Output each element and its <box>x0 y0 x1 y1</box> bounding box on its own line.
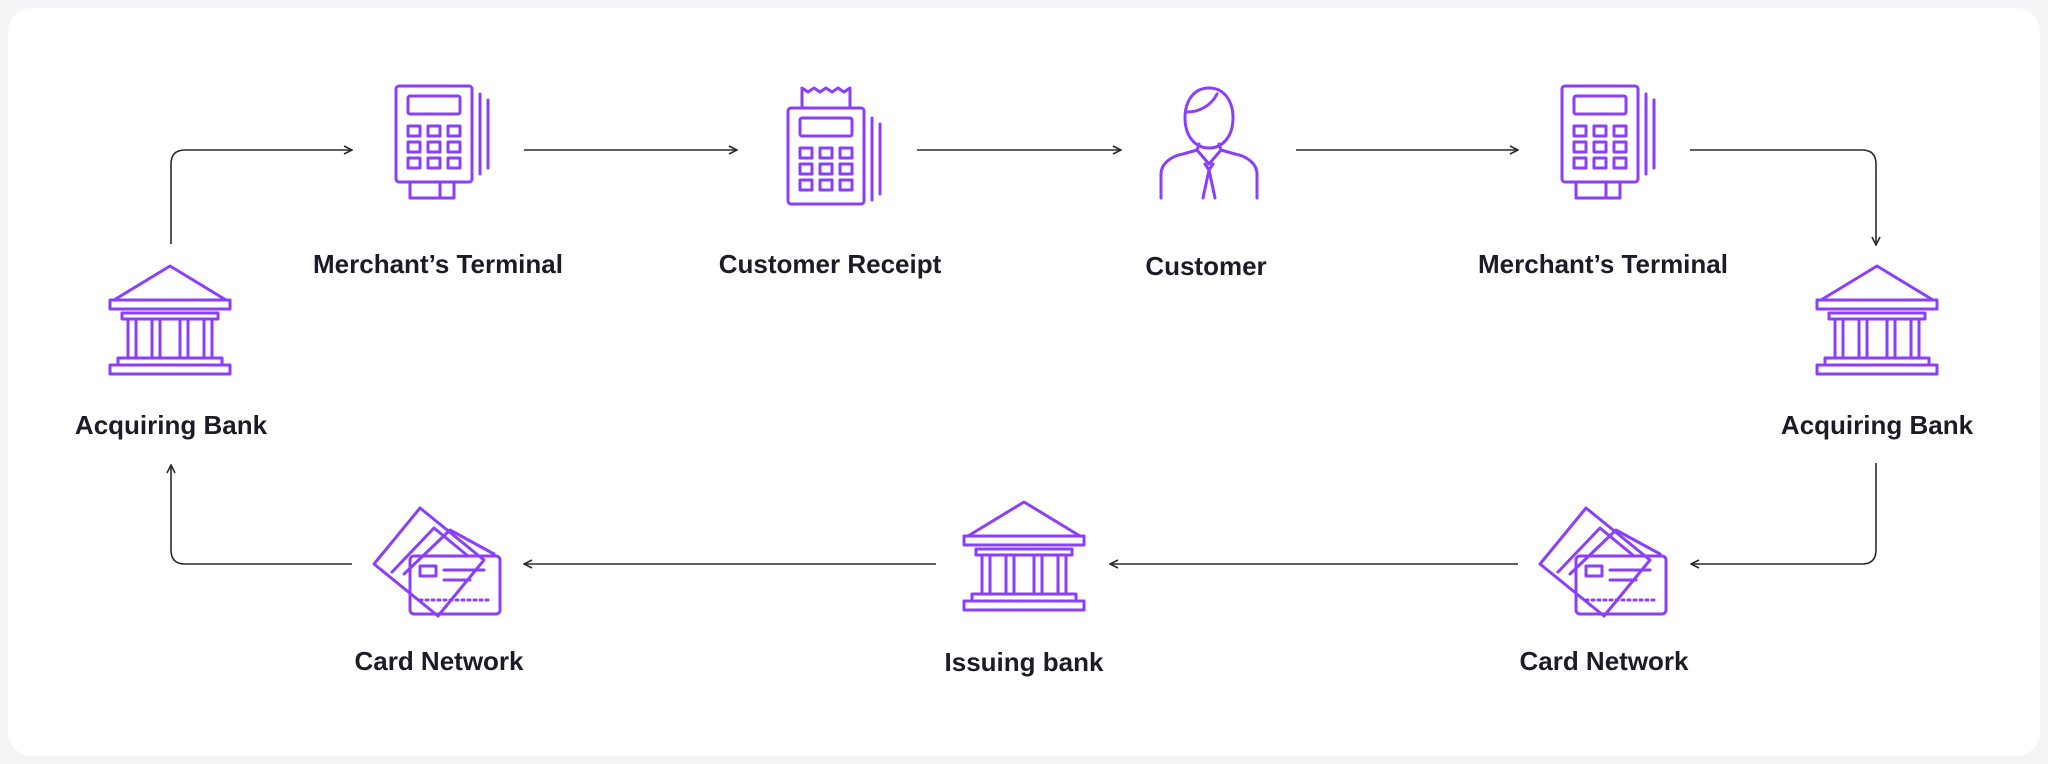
node-acquiring-bank-left: Acquiring Bank <box>75 264 268 440</box>
bank-icon <box>1815 264 1939 376</box>
bank-icon <box>962 500 1086 612</box>
node-merchant-terminal-2: Merchant’s Terminal <box>1478 84 1728 279</box>
flow-arrows <box>171 150 1876 564</box>
bank-icon <box>108 264 232 376</box>
node-label: Issuing bank <box>945 647 1104 677</box>
node-label: Customer <box>1145 251 1266 281</box>
node-label: Card Network <box>354 646 524 676</box>
diagram-card <box>8 8 2040 756</box>
pos-terminal-icon <box>394 84 490 200</box>
arrow-acquiring-right-to-card-network-right <box>1691 463 1877 564</box>
node-card-network-left: Card Network <box>354 506 524 676</box>
node-customer-receipt: Customer Receipt <box>719 86 942 279</box>
node-label: Merchant’s Terminal <box>313 249 563 279</box>
credit-cards-icon <box>372 506 502 618</box>
node-card-network-right: Card Network <box>1519 506 1689 676</box>
node-customer: Customer <box>1145 86 1267 281</box>
receipt-terminal-icon <box>786 86 882 206</box>
node-label: Acquiring Bank <box>1781 410 1974 440</box>
credit-cards-icon <box>1538 506 1668 618</box>
pos-terminal-icon <box>1560 84 1656 200</box>
node-issuing-bank: Issuing bank <box>945 500 1104 677</box>
arrow-card-network-left-to-acquiring-left <box>171 465 352 565</box>
arrow-terminal-2-to-acquiring-right <box>1690 149 1876 245</box>
node-acquiring-bank-right: Acquiring Bank <box>1781 264 1974 440</box>
node-label: Merchant’s Terminal <box>1478 249 1728 279</box>
node-merchant-terminal-1: Merchant’s Terminal <box>313 84 563 279</box>
person-icon <box>1159 86 1259 200</box>
node-label: Card Network <box>1519 646 1689 676</box>
node-label: Customer Receipt <box>719 249 942 279</box>
arrow-acquiring-left-to-terminal-1 <box>170 150 352 244</box>
node-label: Acquiring Bank <box>75 410 268 440</box>
